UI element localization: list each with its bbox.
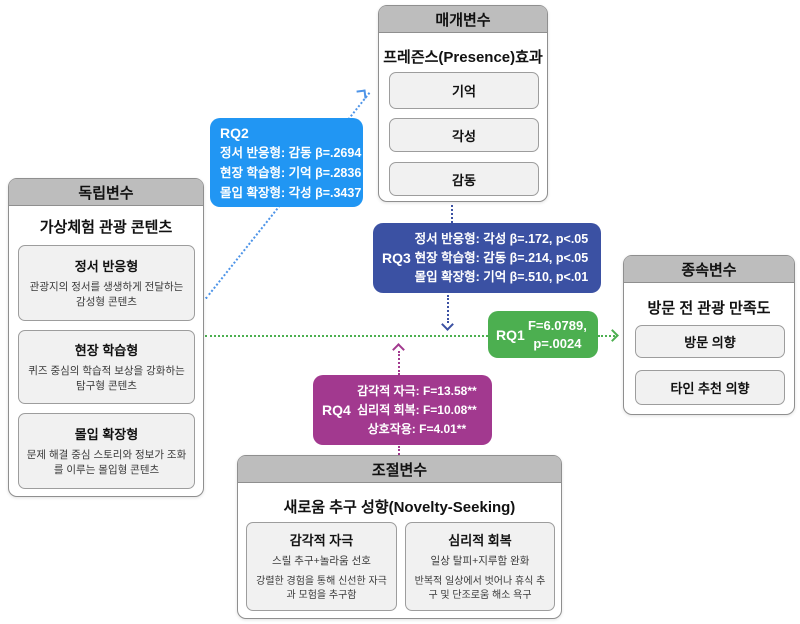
dependent-variable-header: 종속변수 [624,256,794,283]
independent-item-immersive: 몰입 확장형 문제 해결 중심 스토리와 정보가 조화를 이루는 몰입형 콘텐츠 [18,413,195,489]
rq2-line: 몰입 확장형: 각성 β=.3437 [220,186,362,200]
mediator-item-memory: 기억 [389,72,539,109]
independent-variable-header: 독립변수 [9,179,203,206]
rq1-label: RQ1 [496,326,525,343]
dependent-item-visit-intention: 방문 의향 [635,325,785,358]
mediator-variable-title: 프레즌스(Presence)효과 [383,49,543,66]
rq1-result-box: RQ1 F=6.0789, p=.0024 [488,311,598,358]
moderator-item-title: 감각적 자극 [289,532,354,548]
moderator-item-line1: 스릴 추구+놀라움 선호 [272,554,371,567]
moderator-variable-title: 새로움 추구 성향(Novelty-Seeking) [283,499,516,516]
rq2-label: RQ2 [220,125,249,141]
moderator-item-title: 심리적 회복 [448,532,512,548]
independent-item-desc: 퀴즈 중심의 학습적 보상을 강화하는 탐구형 콘텐츠 [28,364,185,392]
rq4-label: RQ4 [322,402,351,418]
independent-item-title: 현장 학습형 [74,342,139,358]
mediator-item-emotion: 감동 [389,162,539,196]
moderator-variable-header: 조절변수 [238,456,561,483]
arrow-rq3-down [447,295,449,323]
independent-variable-title: 가상체험 관광 콘텐츠 [39,219,173,236]
dependent-variable-title: 방문 전 관광 만족도 [647,300,771,317]
arrow-moderator-to-rq4 [398,446,400,455]
independent-item-desc: 관광지의 정서를 생생하게 전달하는 감성형 콘텐츠 [29,280,184,308]
rq2-line: 현장 학습형: 기억 β=.2836 [220,166,362,180]
rq2-result-box: RQ2 정서 반응형: 감동 β=.2694 현장 학습형: 기억 β=.283… [210,118,363,207]
moderator-item-line1: 일상 탈피+지루함 완화 [430,554,530,567]
arrow-rq1-to-dependent [598,335,615,337]
arrow-mediator-to-rq3 [451,205,453,223]
independent-variable-box: 독립변수 가상체험 관광 콘텐츠 정서 반응형 관광지의 정서를 생생하게 전달… [8,178,204,497]
mediator-item-title: 각성 [452,128,476,144]
arrow-independent-to-rq1 [205,335,488,337]
rq3-result-box: RQ3 정서 반응형: 각성 β=.172, p<.05 현장 학습형: 감동 … [373,223,601,293]
independent-item-field-learning: 현장 학습형 퀴즈 중심의 학습적 보상을 강화하는 탐구형 콘텐츠 [18,330,195,404]
rq4-line: 심리적 회복: F=10.08** [357,402,477,417]
rq1-line: F=6.0789, [527,317,587,333]
mediator-variable-header: 매개변수 [379,6,547,33]
dependent-variable-box: 종속변수 방문 전 관광 만족도 방문 의향 타인 추천 의향 [623,255,795,415]
independent-item-desc: 문제 해결 중심 스토리와 정보가 조화를 이루는 몰입형 콘텐츠 [26,448,187,476]
arrowhead-up-right-icon [356,89,367,100]
moderator-item-line2: 강렬한 경험을 통해 신선한 자극과 모험을 추구함 [256,576,387,602]
arrowhead-down-icon [441,318,454,331]
mediator-item-title: 기억 [452,84,476,99]
arrowhead-right-icon [606,329,619,342]
rq2-line: 정서 반응형: 감동 β=.2694 [220,146,362,160]
mediator-item-arousal: 각성 [389,118,539,152]
moderator-variable-box: 조절변수 새로움 추구 성향(Novelty-Seeking) 감각적 자극 스… [237,455,562,619]
arrow-rq4-up [398,351,400,375]
moderator-item-line2: 반복적 일상에서 벗어나 휴식 추구 및 단조로움 해소 욕구 [414,576,546,602]
rq4-result-box: RQ4 감각적 자극: F=13.58** 심리적 회복: F=10.08** … [313,375,492,445]
independent-item-title: 정서 반응형 [74,258,139,274]
mediator-variable-box: 매개변수 프레즌스(Presence)효과 기억 각성 감동 [378,5,548,202]
arrowhead-up-icon [392,343,405,356]
dependent-item-title: 타인 추천 의향 [670,381,750,396]
moderator-item-sensory: 감각적 자극 스릴 추구+놀라움 선호 강렬한 경험을 통해 신선한 자극과 모… [246,522,397,611]
dependent-item-title: 방문 의향 [684,335,736,350]
rq1-line: p=.0024 [533,335,582,351]
rq3-line: 현장 학습형: 감동 β=.214, p<.05 [414,250,589,265]
moderator-item-recovery: 심리적 회복 일상 탈피+지루함 완화 반복적 일상에서 벗어나 휴식 추구 및… [405,522,555,611]
dependent-item-recommend-intention: 타인 추천 의향 [635,370,785,405]
independent-item-emotional: 정서 반응형 관광지의 정서를 생생하게 전달하는 감성형 콘텐츠 [18,245,195,321]
rq4-line: 상호작용: F=4.01** [367,421,467,436]
rq4-line: 감각적 자극: F=13.58** [357,383,477,398]
independent-item-title: 몰입 확장형 [74,426,139,442]
rq3-line: 정서 반응형: 각성 β=.172, p<.05 [414,231,589,246]
mediator-item-title: 감동 [452,172,476,188]
rq3-label: RQ3 [382,250,411,266]
rq3-line: 몰입 확장형: 기억 β=.510, p<.01 [414,269,589,284]
